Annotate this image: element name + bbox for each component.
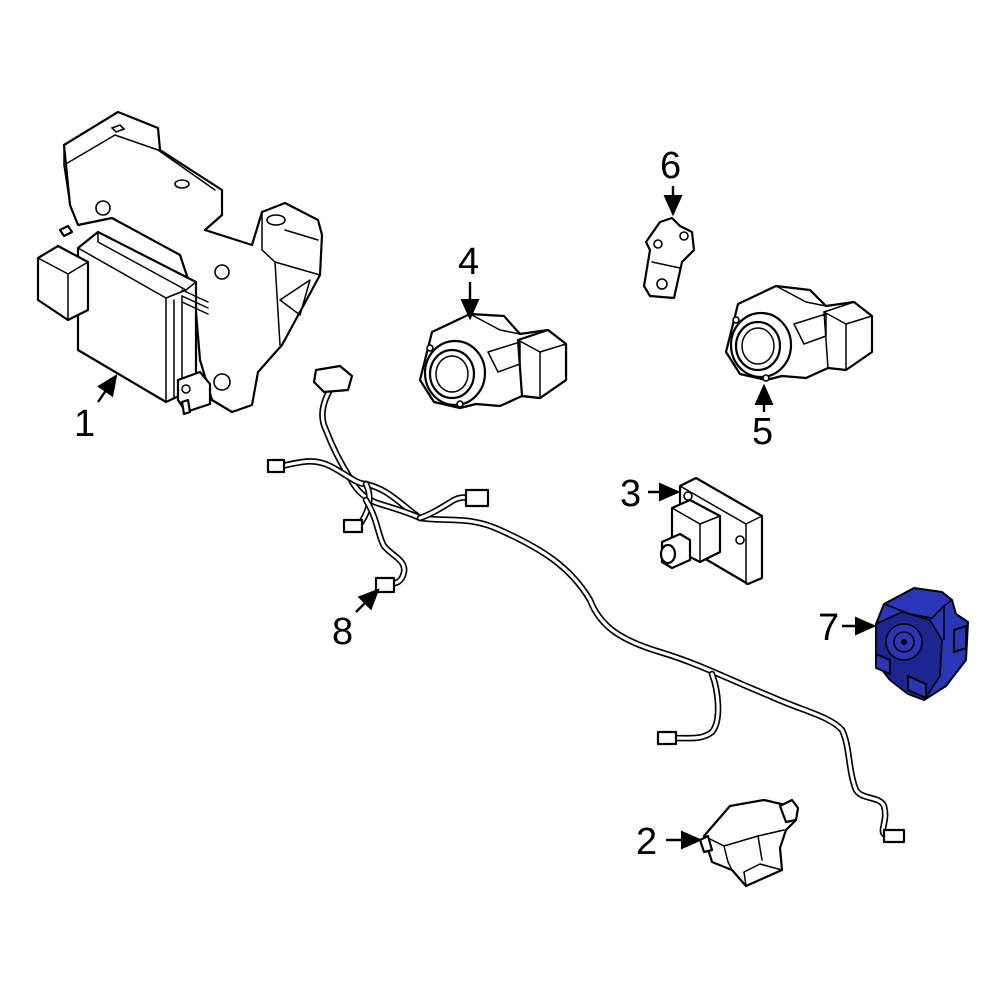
svg-text:2: 2	[636, 821, 657, 863]
callout-2: 2	[636, 821, 703, 863]
part-6-mounting-bracket[interactable]	[642, 216, 696, 300]
svg-text:3: 3	[620, 473, 641, 515]
part-5-park-sensor[interactable]	[724, 284, 874, 382]
svg-text:4: 4	[458, 241, 479, 283]
part-8-wiring-harness[interactable]	[266, 364, 906, 844]
callout-1: 1	[74, 374, 118, 445]
part-3-sensor[interactable]	[659, 476, 764, 586]
callout-6: 6	[660, 145, 683, 217]
part-4-park-sensor[interactable]	[418, 312, 568, 410]
svg-text:6: 6	[660, 145, 681, 187]
callout-3: 3	[620, 473, 681, 515]
part-1-control-module[interactable]	[36, 110, 324, 416]
svg-text:5: 5	[752, 411, 773, 453]
callout-8: 8	[332, 588, 380, 653]
svg-text:1: 1	[74, 403, 95, 445]
callout-4: 4	[458, 241, 480, 321]
part-7-actuator-highlighted[interactable]	[875, 587, 969, 701]
svg-text:7: 7	[818, 607, 839, 649]
callout-7: 7	[818, 607, 877, 649]
svg-text:8: 8	[332, 611, 353, 653]
callout-5: 5	[752, 383, 774, 453]
part-2-sensor[interactable]	[698, 798, 800, 888]
